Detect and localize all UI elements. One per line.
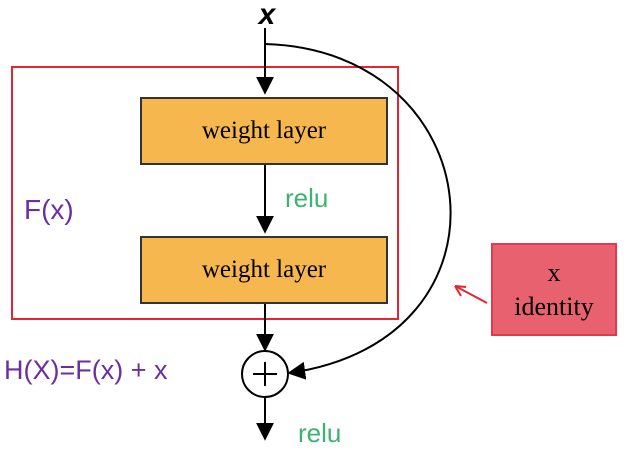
plus-circle-icon bbox=[241, 350, 289, 398]
identity-box-symbol: x bbox=[547, 257, 561, 287]
identity-pointer-arrowhead bbox=[454, 285, 467, 297]
weight-layer-1: weight layer bbox=[140, 97, 388, 165]
weight-layer-2: weight layer bbox=[140, 236, 388, 304]
input-label: x bbox=[258, 0, 276, 31]
activation-label-middle: relu bbox=[285, 183, 329, 213]
residual-block-frame bbox=[11, 66, 399, 320]
skip-connection-arrow bbox=[264, 43, 452, 380]
identity-shortcut-box: x identity bbox=[491, 243, 617, 336]
output-equation: H(X)=F(x) + x bbox=[4, 355, 168, 385]
identity-box-label: identity bbox=[514, 291, 594, 321]
activation-label-output: relu bbox=[298, 418, 342, 448]
function-label: F(x) bbox=[24, 194, 74, 225]
identity-pointer-arrow bbox=[456, 286, 488, 304]
